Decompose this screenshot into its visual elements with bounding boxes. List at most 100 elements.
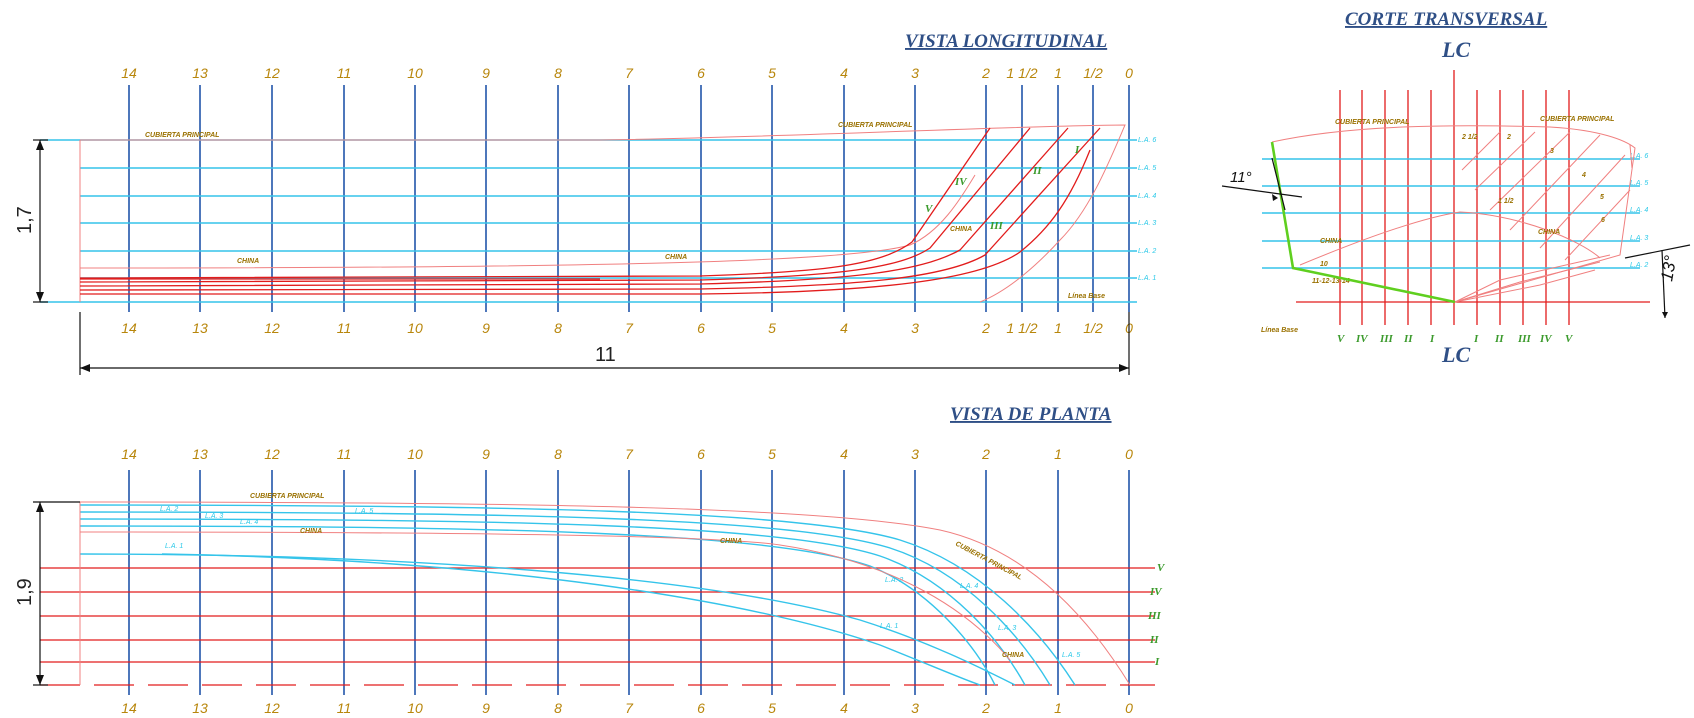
- svg-text:4: 4: [1581, 172, 1586, 179]
- svg-text:V: V: [1565, 333, 1574, 345]
- svg-text:CHINA: CHINA: [237, 258, 259, 265]
- plan-waterline-curves: L.A. 2 L.A. 3 L.A. 4 L.A. 5 L.A. 1 L.A. …: [79, 504, 1080, 686]
- svg-text:L.A. 6: L.A. 6: [1138, 137, 1156, 144]
- station-label: 7: [625, 446, 634, 462]
- svg-text:CUBIERTA PRINCIPAL: CUBIERTA PRINCIPAL: [1540, 116, 1614, 123]
- angle-right-label: 13°: [1657, 254, 1680, 283]
- svg-text:L.A. 6: L.A. 6: [1630, 153, 1648, 160]
- svg-text:L.A. 2: L.A. 2: [885, 577, 903, 584]
- svg-text:CUBIERTA PRINCIPAL: CUBIERTA PRINCIPAL: [250, 493, 324, 500]
- station-label: 2: [981, 446, 990, 462]
- svg-text:V: V: [1337, 333, 1346, 345]
- svg-text:II: II: [1403, 333, 1413, 345]
- svg-text:L.A. 3: L.A. 3: [1630, 235, 1648, 242]
- station-label: 6: [697, 446, 705, 462]
- station-label: 11: [337, 65, 352, 81]
- station-label: 11: [337, 320, 352, 336]
- svg-text:2: 2: [1506, 134, 1511, 141]
- longitudinal-station-lines: [128, 85, 1130, 312]
- svg-text:5: 5: [1600, 194, 1604, 201]
- svg-text:L.A. 3: L.A. 3: [1138, 220, 1156, 227]
- station-label: 0: [1125, 700, 1133, 716]
- station-label: 12: [264, 320, 280, 336]
- svg-text:CHINA: CHINA: [950, 226, 972, 233]
- transverse-angle-marks: 11° 13°: [1221, 157, 1691, 319]
- station-label: 0: [1125, 65, 1133, 81]
- station-label: 13: [192, 700, 208, 716]
- station-label: 8: [554, 320, 562, 336]
- station-label: 4: [840, 700, 848, 716]
- station-label: 0: [1125, 446, 1133, 462]
- keel-note: 11-12-13-14: [1312, 278, 1350, 285]
- svg-text:1 1/2: 1 1/2: [1498, 198, 1514, 205]
- station-label: 8: [554, 65, 562, 81]
- station-label: 6: [697, 700, 705, 716]
- svg-text:L.A. 5: L.A. 5: [355, 508, 373, 515]
- station-label: 14: [121, 700, 137, 716]
- longitudinal-small-labels: CUBIERTA PRINCIPAL CUBIERTA PRINCIPAL CH…: [145, 122, 1105, 300]
- station-label: 6: [697, 320, 705, 336]
- station-label: 12: [264, 700, 280, 716]
- svg-text:CUBIERTA PRINCIPAL: CUBIERTA PRINCIPAL: [838, 122, 912, 129]
- station-label: 4: [840, 320, 848, 336]
- svg-text:CHINA: CHINA: [1002, 652, 1024, 659]
- hull-section-outline: [1270, 141, 1456, 304]
- svg-text:L.A. 5: L.A. 5: [1630, 180, 1648, 187]
- svg-text:L.A. 3: L.A. 3: [998, 625, 1016, 632]
- svg-text:III: III: [989, 220, 1004, 232]
- svg-text:IV: IV: [1149, 586, 1163, 598]
- plan-dimensions: 1,9: [14, 501, 80, 686]
- svg-text:L.A. 4: L.A. 4: [960, 583, 978, 590]
- transverse-waterlines: L.A. 6 L.A. 5 L.A. 4 L.A. 3 L.A. 2: [1262, 153, 1648, 269]
- svg-text:I: I: [1429, 333, 1435, 345]
- centerline-bottom: LC: [1441, 342, 1470, 367]
- svg-text:L.A. 4: L.A. 4: [1138, 193, 1156, 200]
- station-label: 1 1/2: [1006, 65, 1037, 81]
- svg-text:10: 10: [1320, 261, 1328, 268]
- station-label: 5: [768, 446, 776, 462]
- station-label: 1: [1054, 320, 1062, 336]
- longitudinal-profile-curves: [79, 124, 1126, 303]
- svg-text:III: III: [1517, 333, 1532, 345]
- svg-text:2 1/2: 2 1/2: [1461, 134, 1478, 141]
- station-label: 13: [192, 446, 208, 462]
- plan-title: VISTA DE PLANTA: [950, 404, 1112, 425]
- centerline-top: LC: [1441, 37, 1470, 62]
- station-label: 1/2: [1083, 65, 1103, 81]
- station-label: 6: [697, 65, 705, 81]
- station-label: 9: [482, 446, 490, 462]
- station-label: 5: [768, 65, 776, 81]
- svg-text:IV: IV: [954, 176, 968, 188]
- svg-text:CUBIERTA PRINCIPAL: CUBIERTA PRINCIPAL: [1335, 119, 1409, 126]
- svg-text:III: III: [1147, 610, 1162, 622]
- station-label: 3: [911, 65, 919, 81]
- station-label: 9: [482, 65, 490, 81]
- svg-text:CHINA: CHINA: [1320, 238, 1342, 245]
- station-label: 11: [337, 446, 352, 462]
- station-label: 3: [911, 320, 919, 336]
- svg-text:V: V: [925, 203, 934, 215]
- station-label: 1: [1054, 65, 1062, 81]
- svg-text:I: I: [1074, 144, 1080, 156]
- depth-dimension: 1,7: [14, 206, 36, 234]
- station-label: 5: [768, 700, 776, 716]
- svg-text:L.A. 5: L.A. 5: [1138, 165, 1156, 172]
- transverse-buttock-lines: [1296, 70, 1650, 325]
- station-label: 8: [554, 446, 562, 462]
- svg-text:L.A. 4: L.A. 4: [1630, 207, 1648, 214]
- transverse-section-curves: CUBIERTA PRINCIPAL CUBIERTA PRINCIPAL CH…: [1261, 116, 1636, 334]
- station-label: 7: [625, 65, 634, 81]
- station-label: 2: [981, 320, 990, 336]
- svg-text:V: V: [1157, 562, 1166, 574]
- svg-text:CHINA: CHINA: [720, 538, 742, 545]
- svg-text:L.A. 3: L.A. 3: [205, 513, 223, 520]
- station-label: 1: [1054, 446, 1062, 462]
- svg-text:6: 6: [1601, 217, 1605, 224]
- transverse-title: CORTE TRANSVERSAL: [1345, 9, 1547, 30]
